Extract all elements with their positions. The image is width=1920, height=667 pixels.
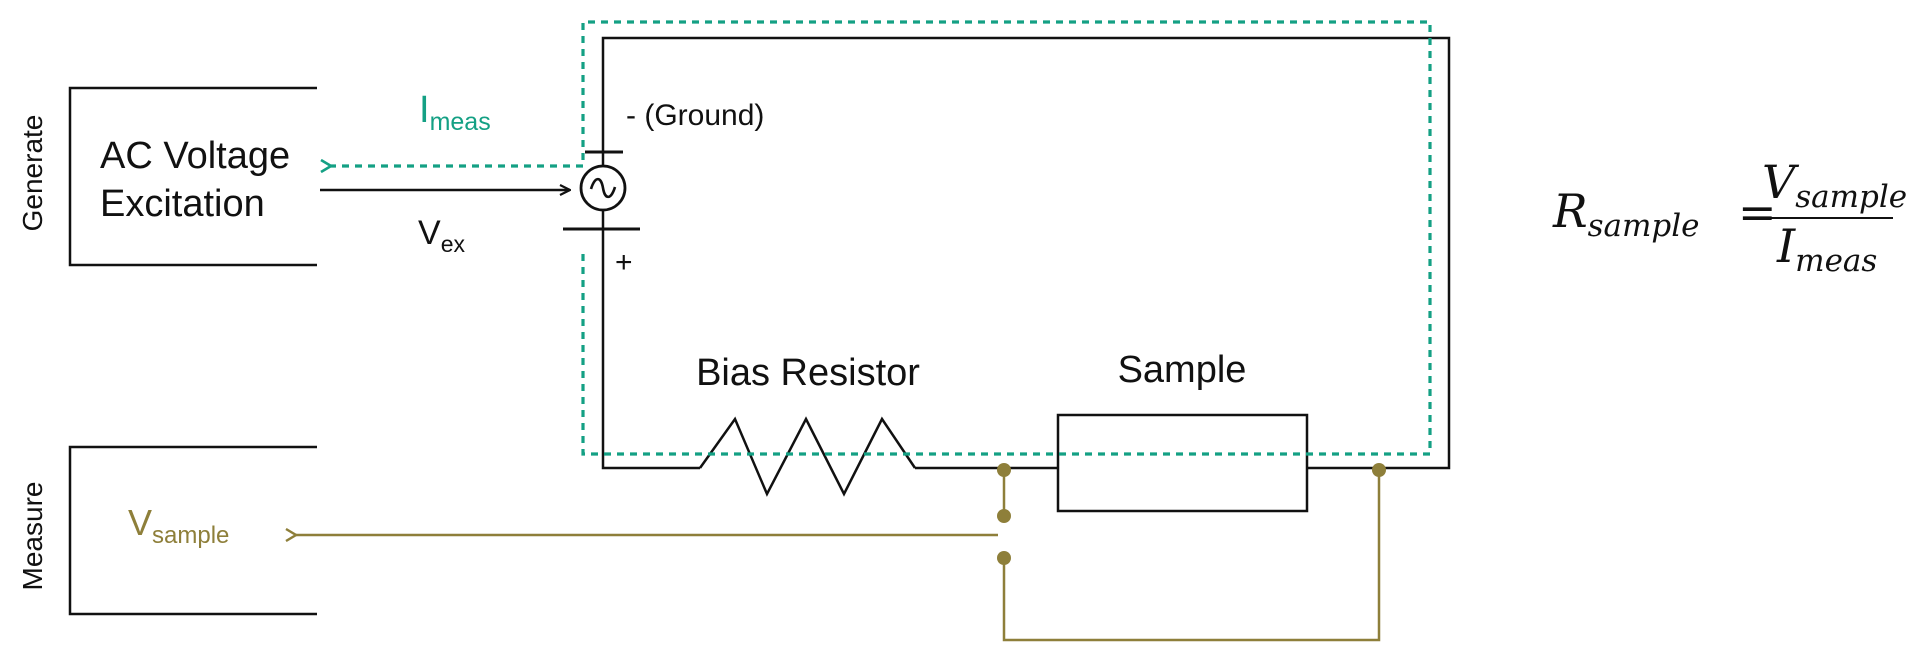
- circuit-wire-bottom-left: [601, 230, 700, 470]
- bias-resistor-symbol: [698, 416, 917, 497]
- formula-equals: =: [1738, 185, 1777, 239]
- measure-wire-right-loop: [1002, 470, 1381, 642]
- vsample-sub: sample: [152, 522, 229, 549]
- measure-box: [68, 445, 317, 616]
- formula-den-sub: meas: [1795, 243, 1877, 279]
- imeas-sub: meas: [430, 108, 491, 136]
- generator-label-line1: AC Voltage: [100, 135, 290, 177]
- node-left-junction: [997, 463, 1011, 477]
- imeas-label: Imeas: [419, 89, 491, 136]
- measure-voltage-label: Vsample: [128, 502, 229, 549]
- node-terminal-lower: [997, 551, 1011, 565]
- generator-label-line2: Excitation: [100, 183, 265, 225]
- bias-resistor-label: Bias Resistor: [696, 352, 920, 394]
- source-positive-label: +: [615, 246, 633, 279]
- generate-side-label: Generate: [17, 115, 48, 232]
- imeas-main: I: [419, 89, 430, 131]
- formula-numerator: Vsample: [1762, 155, 1907, 215]
- generator-box: [68, 86, 317, 267]
- formula-lhs-sub: sample: [1588, 208, 1700, 244]
- formula-denominator: Imeas: [1776, 219, 1877, 279]
- vsample-main: V: [128, 502, 152, 543]
- node-right-junction: [1372, 463, 1386, 477]
- sine-wave-icon: [589, 177, 617, 199]
- sample-component: [1056, 413, 1309, 513]
- node-terminal-upper: [997, 509, 1011, 523]
- vex-sub: ex: [441, 231, 466, 257]
- formula-num-main: V: [1762, 155, 1800, 209]
- source-negative-label: - (Ground): [626, 99, 764, 132]
- formula-lhs: Rsample: [1552, 184, 1700, 244]
- measure-side-label: Measure: [17, 482, 48, 591]
- vex-label: Vex: [418, 214, 465, 257]
- sample-label: Sample: [1118, 349, 1247, 391]
- formula-lhs-main: R: [1552, 184, 1588, 238]
- current-loop-dashed: [581, 20, 1432, 456]
- resistance-formula: Rsample = Vsample Imeas: [1552, 155, 1907, 279]
- formula-num-sub: sample: [1795, 179, 1907, 215]
- formula-den-main: I: [1776, 219, 1796, 273]
- vex-main: V: [418, 214, 441, 252]
- circuit-wire-top: [601, 36, 1451, 470]
